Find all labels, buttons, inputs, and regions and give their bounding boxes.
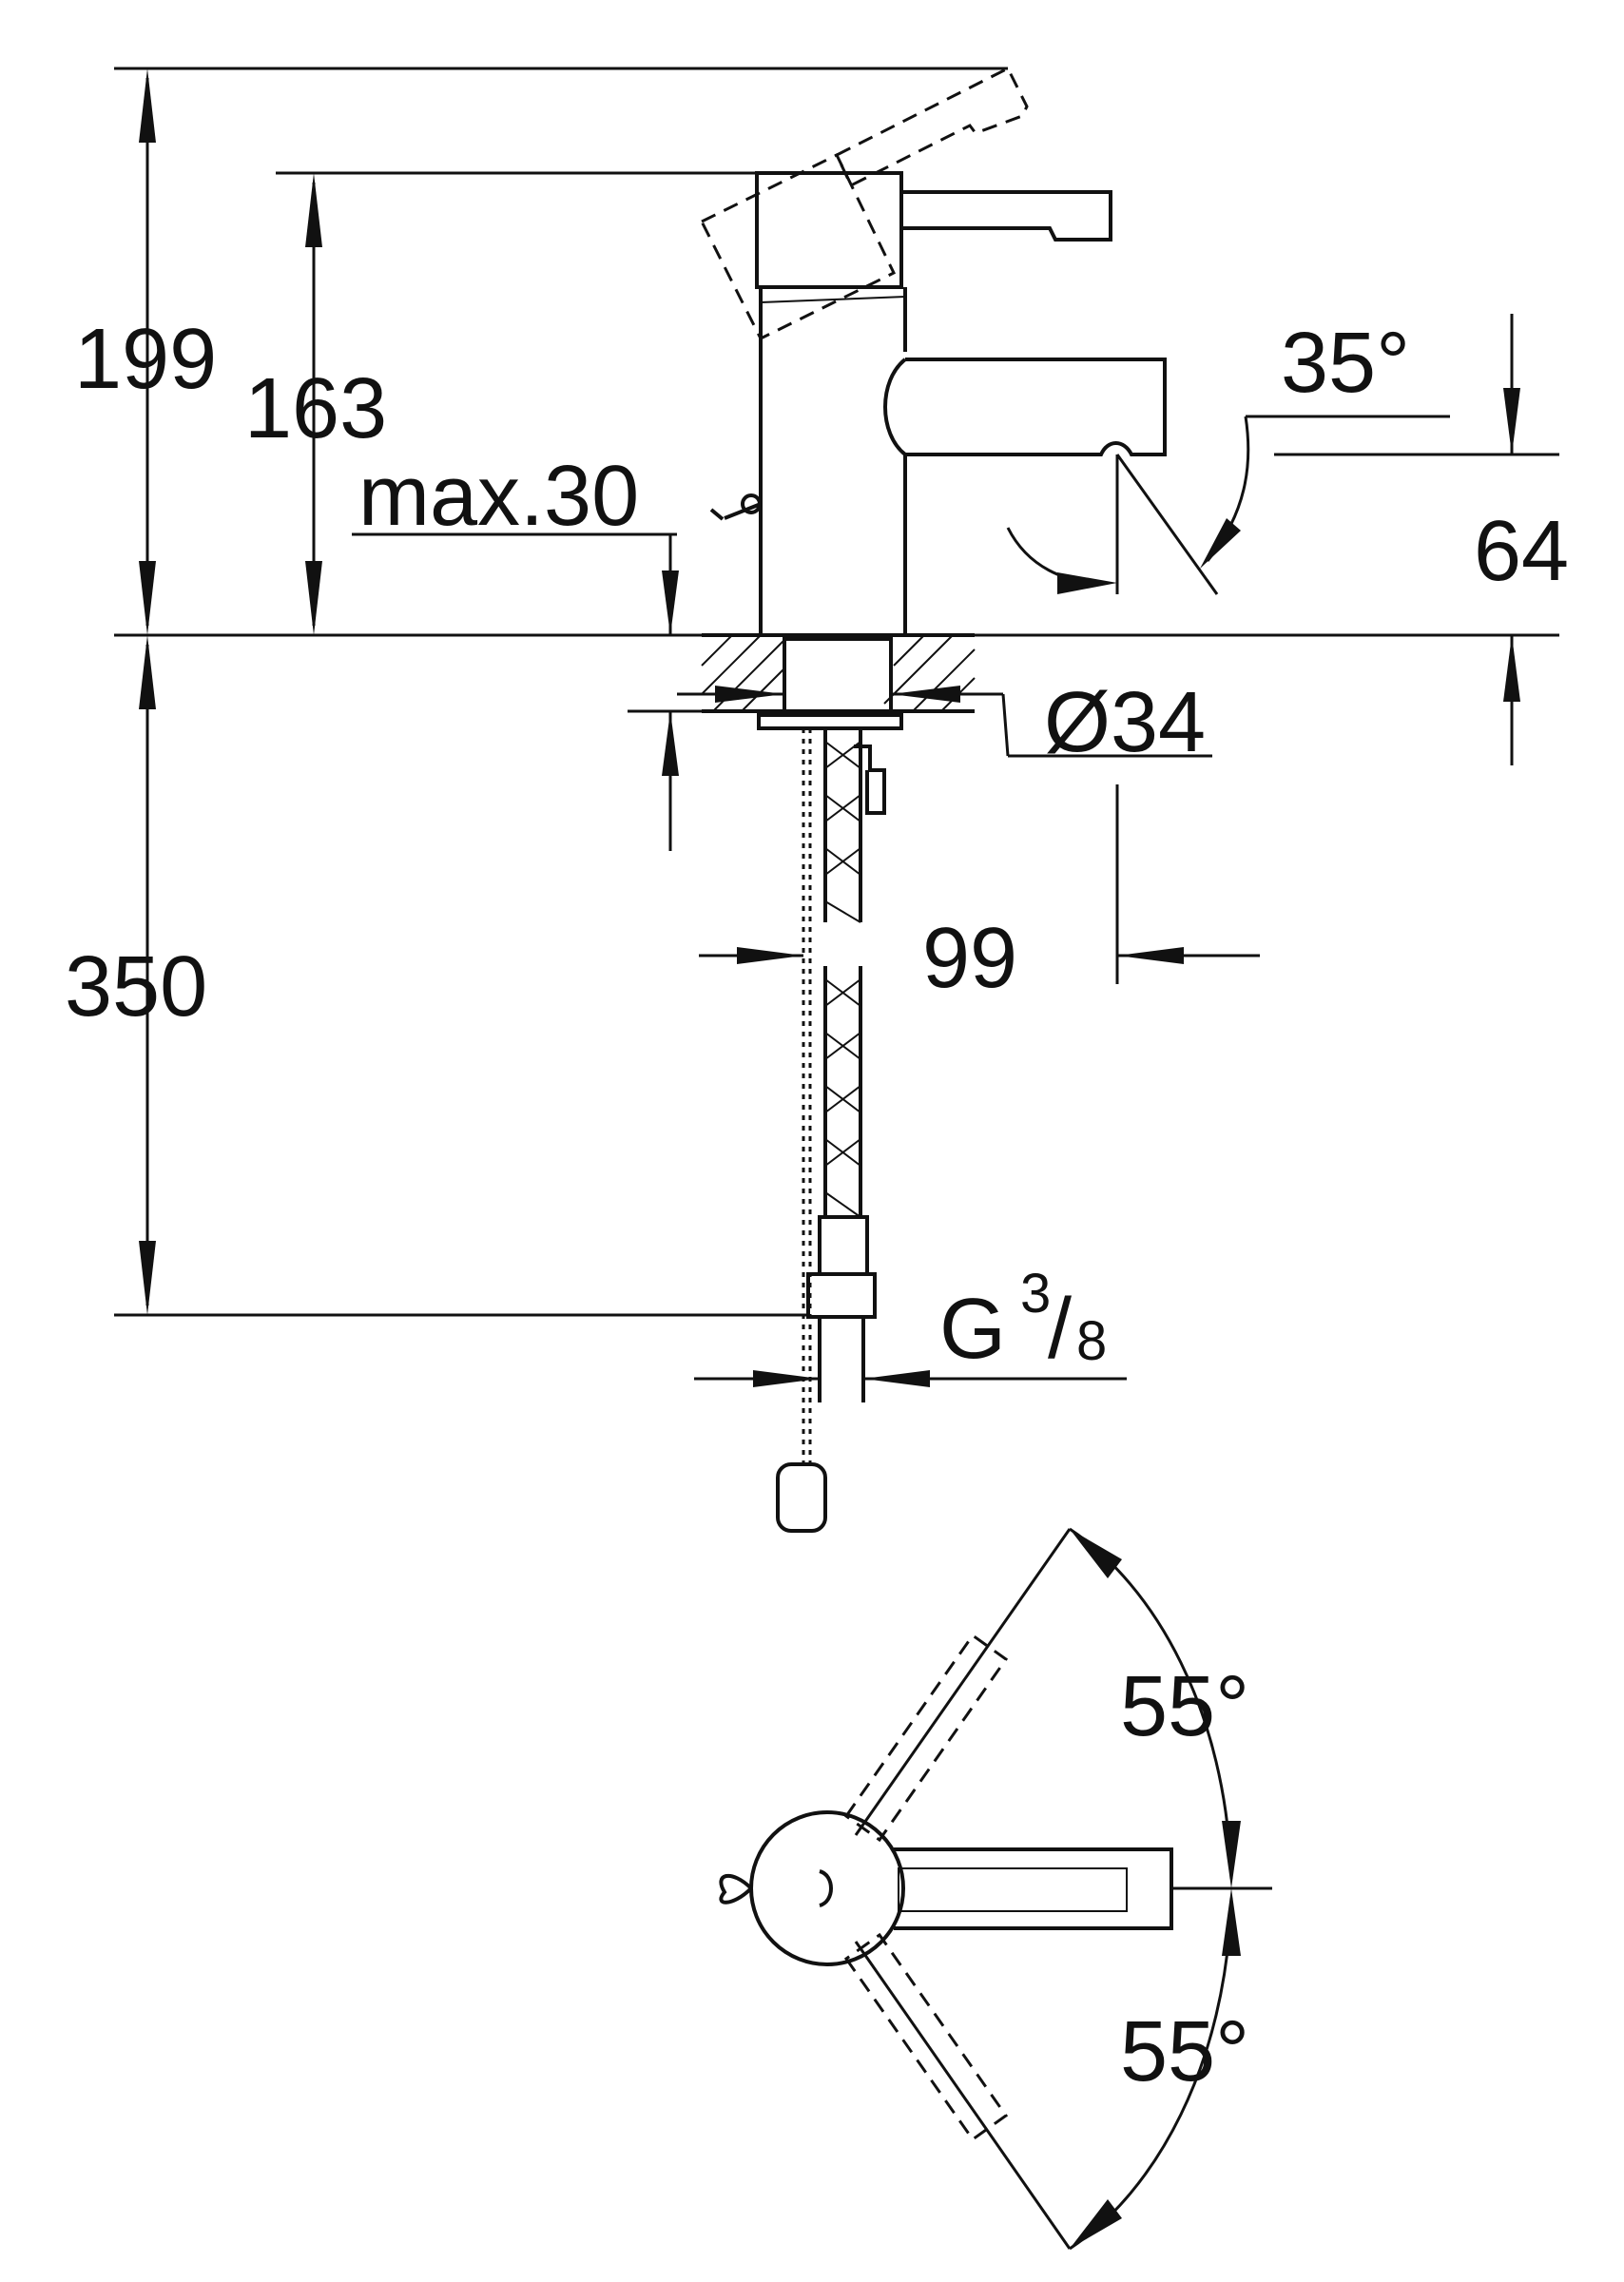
drain-chain xyxy=(776,728,827,1533)
svg-text:8: 8 xyxy=(1076,1310,1107,1372)
dim-label-35deg: 35° xyxy=(1281,316,1410,411)
dim-label-55deg-upper: 55° xyxy=(1120,1659,1249,1754)
faucet-body xyxy=(709,287,1167,635)
supply-hoses xyxy=(806,728,886,1402)
svg-text:/: / xyxy=(1048,1282,1072,1377)
deck-mounting xyxy=(677,633,1212,758)
dim-label-350: 350 xyxy=(65,939,207,1035)
faucet-lever-arm xyxy=(901,190,1112,242)
thread-size-label: G 3 / 8 xyxy=(939,1263,1107,1377)
dim-label-max30: max.30 xyxy=(358,449,639,544)
pop-up-rod-top xyxy=(719,1873,753,1905)
dim-label-64: 64 xyxy=(1474,504,1569,599)
svg-text:3: 3 xyxy=(1020,1263,1051,1325)
lever-tilted-outline xyxy=(699,66,1029,341)
side-view: 199 163 max.30 35° 64 Ø34 99 350 G 3 / 8 xyxy=(65,66,1569,1533)
dim-label-163: 163 xyxy=(244,361,387,456)
faucet-lever-knob xyxy=(755,171,903,289)
dim-label-55deg-lower: 55° xyxy=(1120,2004,1249,2099)
spout-angle-construction xyxy=(1006,416,1250,595)
dim-label-99: 99 xyxy=(922,911,1017,1006)
dim-label-199: 199 xyxy=(74,312,217,407)
spout-top xyxy=(894,1847,1173,1930)
faucet-body-top xyxy=(749,1810,905,1966)
top-view: 55° 55° xyxy=(719,1527,1272,2251)
dim-label-diameter-34: Ø34 xyxy=(1044,675,1206,770)
svg-text:G: G xyxy=(939,1282,1006,1377)
